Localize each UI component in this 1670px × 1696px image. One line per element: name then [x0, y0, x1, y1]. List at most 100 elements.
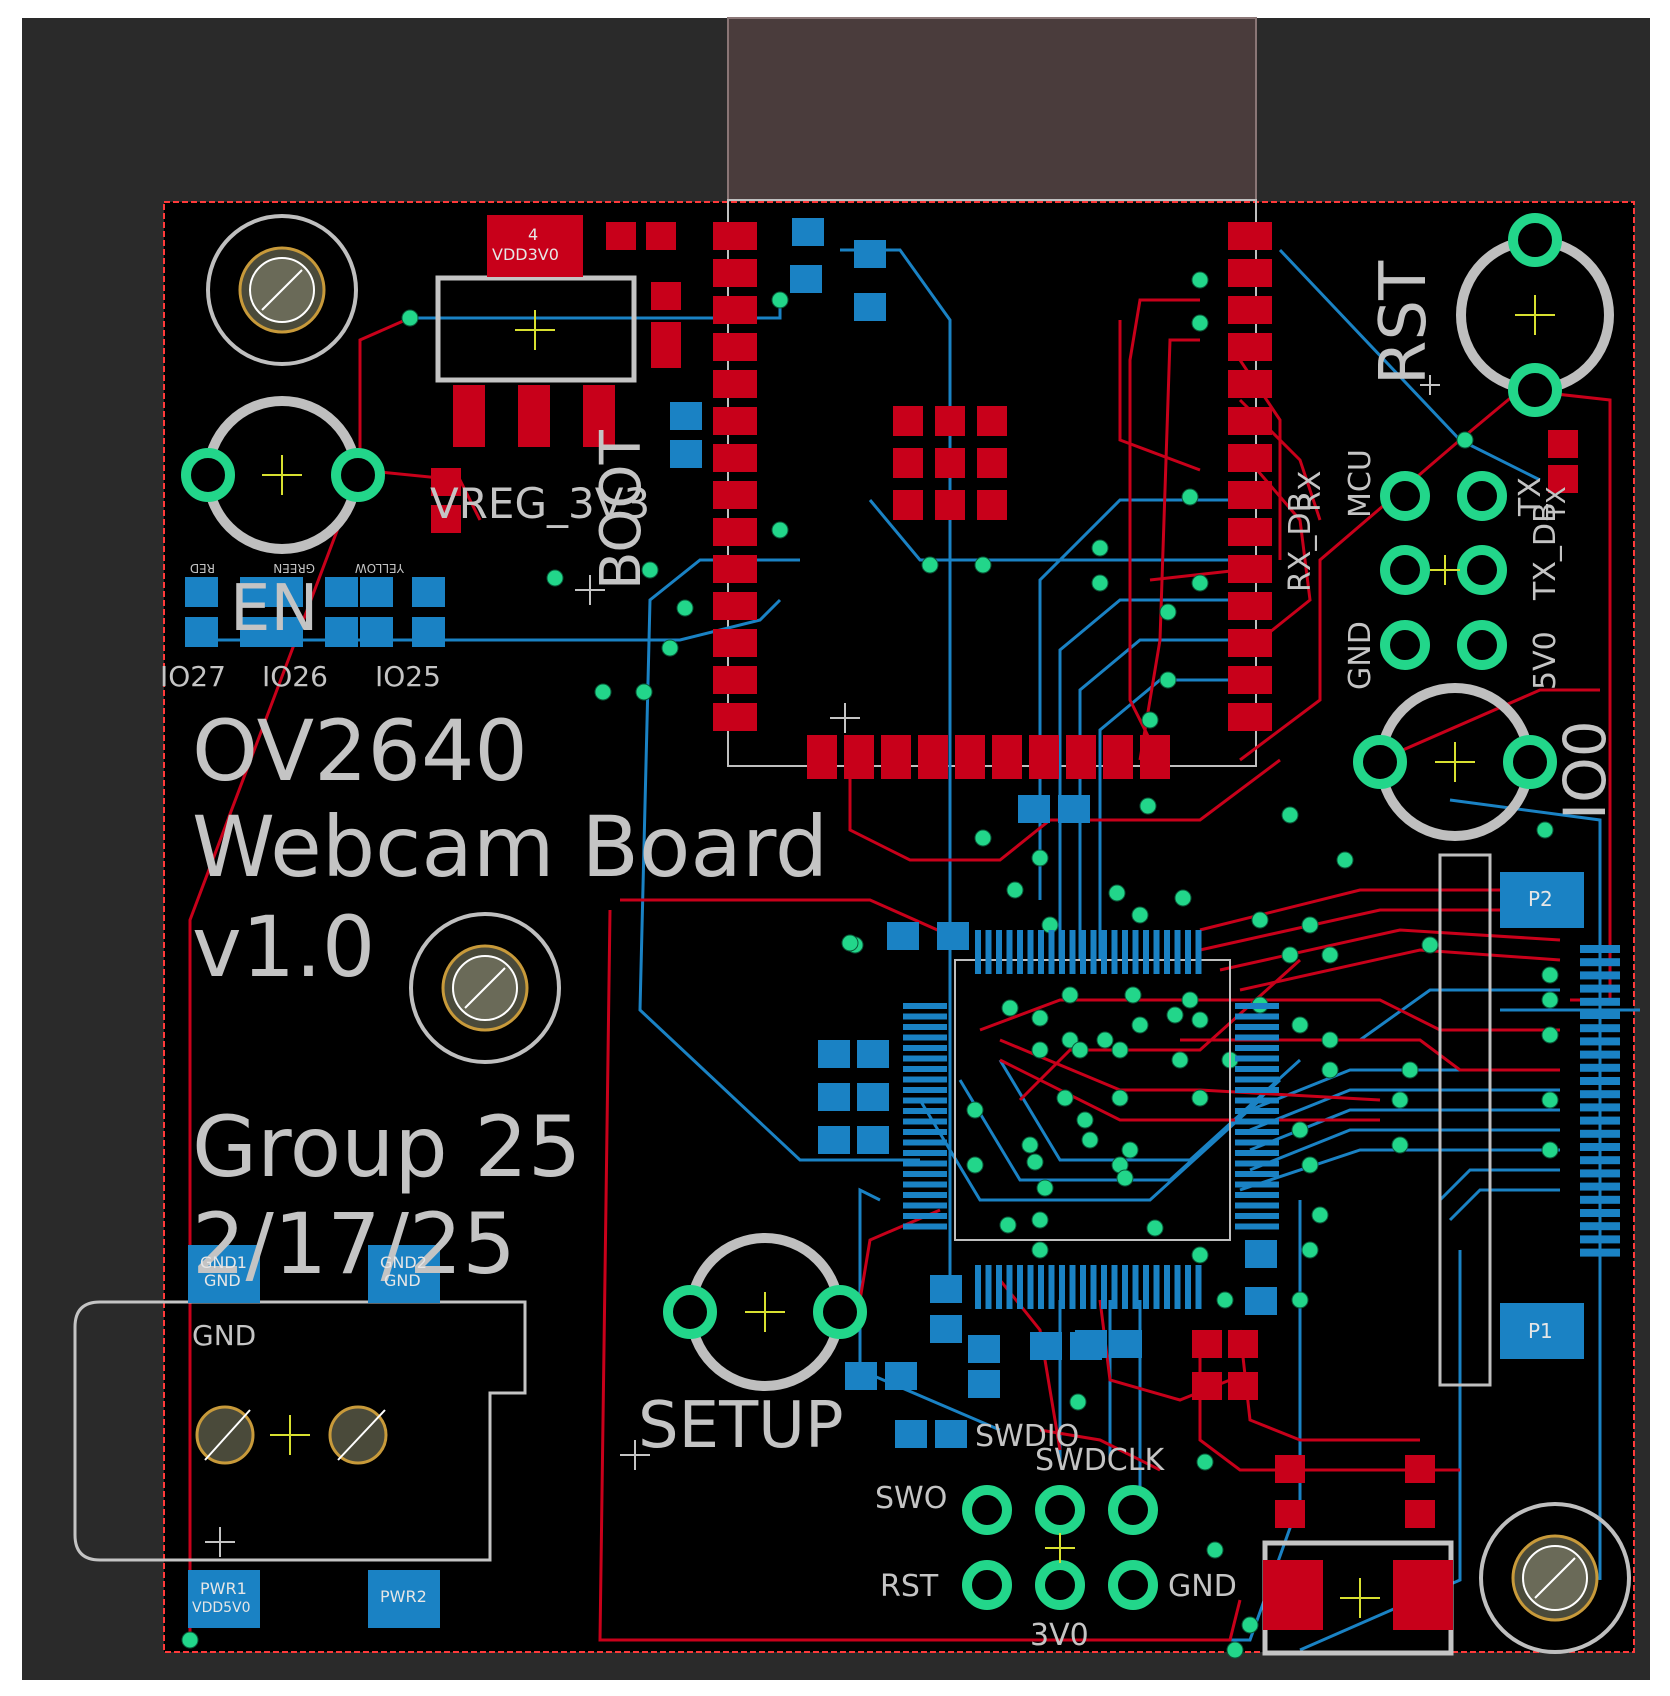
pad-gnd1-net: GND: [204, 1271, 241, 1290]
smd-pad-bottom: [968, 1370, 1000, 1398]
qfp-pin: [903, 1171, 947, 1177]
qfp-pin: [1069, 1265, 1076, 1309]
vdd3v0-pad-label: VDD3V0: [492, 245, 559, 264]
button-setup[interactable]: [663, 1233, 867, 1391]
jtag-rst-label: RST: [880, 1569, 939, 1604]
camera-ffc-connector[interactable]: [1438, 853, 1620, 1387]
uart-header[interactable]: [1380, 471, 1507, 670]
ffc-pin: [1580, 971, 1620, 980]
ffc-pin: [1580, 1156, 1620, 1165]
qfp-pin: [903, 1192, 947, 1198]
smd-pad-top: [1228, 1330, 1258, 1358]
qfp-pin: [985, 1265, 992, 1309]
title-line1: OV2640: [192, 702, 528, 800]
qfp-pin: [1101, 930, 1107, 974]
mcu-tx-label: TX: [1542, 486, 1572, 521]
qfp-pin: [1235, 1045, 1279, 1051]
smd-pad-bottom: [854, 293, 886, 321]
swdclk-label: SWDCLK: [1035, 1443, 1165, 1478]
date-label: 2/17/25: [192, 1195, 516, 1293]
pad-pwr1-net: VDD5V0: [192, 1600, 251, 1616]
swo-label: SWO: [875, 1481, 947, 1516]
smd-pad-bottom: [854, 240, 886, 268]
smd-pad-bottom: [930, 1315, 962, 1343]
qfp-pin: [1122, 1265, 1128, 1309]
antenna-keepout: [727, 17, 1257, 201]
qfp-pin: [1132, 930, 1139, 974]
ffc-pin: [1580, 1143, 1620, 1151]
smd-pad-bottom: [885, 1362, 917, 1390]
crystal[interactable]: [1262, 1540, 1454, 1656]
title-line3: v1.0: [192, 898, 375, 996]
swd-header[interactable]: [962, 1485, 1158, 1610]
qfp-pin: [1235, 1087, 1279, 1093]
smd-pad-bottom: [818, 1083, 850, 1111]
esp32-pad: [1228, 555, 1272, 583]
esp32-pad: [992, 735, 1022, 779]
top-smd-passives: [431, 222, 1578, 1528]
smd-pad-bottom: [937, 922, 969, 950]
qfp-pin: [1111, 930, 1118, 974]
smd-pad-top: [1192, 1330, 1222, 1358]
qfp-pin: [1235, 1013, 1279, 1020]
qfp-pin: [1235, 1118, 1279, 1125]
title-line2: Webcam Board: [192, 798, 828, 896]
esp32-pad: [807, 735, 837, 779]
smd-pad-bottom: [935, 1420, 967, 1448]
button-en[interactable]: [181, 396, 385, 554]
smd-pad-top: [1275, 1500, 1305, 1528]
ffc-pin: [1580, 1077, 1620, 1085]
ffc-pin: [1580, 958, 1620, 967]
esp32-pad: [1228, 629, 1272, 657]
qfp-pin: [1153, 1265, 1160, 1309]
voltage-regulator[interactable]: [435, 215, 637, 447]
pad-gnd2-net: GND: [384, 1271, 421, 1290]
test-pads[interactable]: [188, 1245, 440, 1628]
qfp-pin: [1143, 930, 1149, 974]
esp32-pad: [713, 444, 757, 472]
vreg-label: VREG_3V3: [430, 479, 650, 528]
power-jack[interactable]: [73, 1300, 527, 1562]
qfp-pin: [1027, 1265, 1034, 1309]
smd-pad-top: [651, 340, 681, 368]
esp32-pad: [1228, 444, 1272, 472]
qfp-pin: [985, 930, 992, 974]
ffc-pin: [1580, 1011, 1620, 1019]
esp32-pad: [1029, 735, 1059, 779]
esp32-pad: [1228, 518, 1272, 546]
qfp-pin: [1174, 1265, 1181, 1309]
ffc-pin: [1580, 1235, 1620, 1244]
button-io0[interactable]: [1353, 683, 1557, 841]
smd-pad-bottom: [1030, 1332, 1062, 1360]
qfp-pin: [1090, 930, 1097, 974]
jack-gnd-label: GND: [192, 1319, 256, 1352]
qfp-pin: [1164, 930, 1170, 974]
esp32-pad: [1228, 481, 1272, 509]
led-green-label: GREEN: [273, 561, 315, 575]
ffc-pin: [1580, 1037, 1620, 1046]
smd-pad-bottom: [1058, 795, 1090, 823]
origin-markers: [205, 375, 1440, 1557]
esp32-pad: [713, 370, 757, 398]
pad-gnd1-label: GND1: [200, 1253, 247, 1272]
qfp-pin: [975, 930, 981, 974]
qfp-pin: [903, 1202, 947, 1209]
led-yellow-label: YELLOW: [355, 561, 405, 575]
qfp-pin: [1017, 1265, 1023, 1309]
ffc-pin: [1580, 1050, 1620, 1059]
mcu-qfp[interactable]: [903, 930, 1279, 1309]
qfp-pin: [903, 1129, 947, 1135]
qfp-pin: [1235, 1213, 1279, 1219]
ffc-pin: [1580, 1248, 1620, 1257]
qfp-pin: [1235, 1150, 1279, 1156]
qfp-pin: [1235, 1066, 1279, 1072]
smd-pad-bottom: [1245, 1287, 1277, 1315]
button-rst[interactable]: [1456, 213, 1614, 417]
smd-pad-top: [431, 505, 461, 533]
smd-pad-top: [1548, 465, 1578, 493]
ffc-pin: [1580, 1116, 1620, 1125]
qfp-pin: [903, 1024, 947, 1030]
qfp-pin: [1235, 1139, 1279, 1146]
smd-pad-bottom: [1075, 1330, 1107, 1358]
mcu-label: MCU: [1343, 449, 1378, 518]
